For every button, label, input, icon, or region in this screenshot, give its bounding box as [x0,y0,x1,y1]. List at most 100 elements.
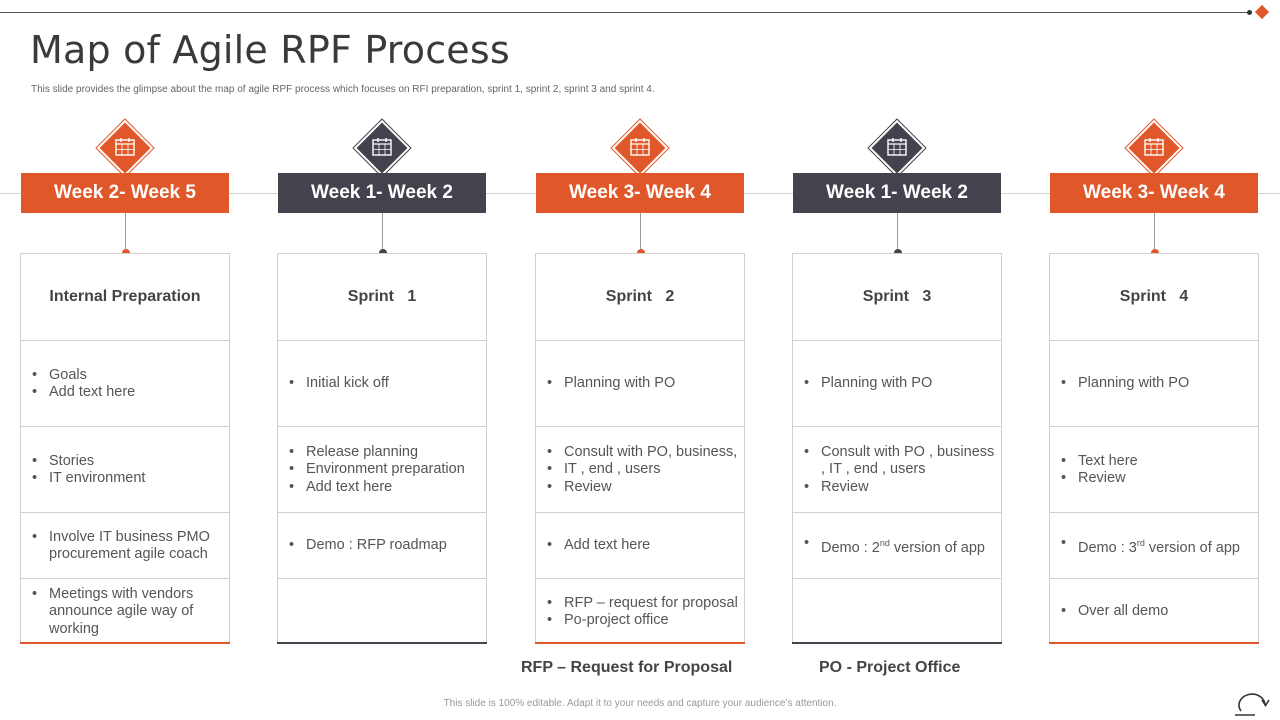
top-dot [1247,10,1252,15]
stage-card: Sprint 1 Initial kick offRelease planning… [277,253,487,644]
footer-rfp-definition: RFP – Request for Proposal [521,659,733,676]
week-label: Week 3- Week 4 [1050,173,1258,213]
card-bottom-accent [1049,642,1259,644]
card-row: Over all demo [1050,578,1258,645]
card-heading-row: Internal Preparation [21,254,229,340]
stage-card: Sprint 2 Planning with PO Consult with PO,… [535,253,745,645]
bullet-item: Review [804,479,1001,497]
card-row: Planning with PO [1050,340,1258,427]
card-bottom-accent [277,642,487,644]
bullet-text: version of app [889,539,985,556]
card-heading: Sprint 1 [347,288,417,305]
bullet-list: GoalsAdd text here [21,367,135,402]
bullet-text: version of app [1144,539,1240,556]
loop-arrow-icon [1235,693,1270,716]
ordinal-suffix: nd [879,537,890,548]
card-heading: Sprint 2 [605,288,675,305]
bullet-item: Planning with PO [804,375,932,393]
card-row: Add text here [536,512,744,579]
bullet-item: Add text here [289,479,465,497]
card-heading: Sprint 4 [1119,288,1189,305]
bullet-list: Demo : 2nd version of app [793,535,985,557]
bullet-list: Planning with PO [1050,375,1189,393]
card-row: Demo : RFP roadmap [278,512,486,579]
card-heading: Sprint 3 [862,288,932,305]
bullet-list: Involve IT business PMO procurement agil… [21,529,229,564]
calendar-icon [1144,138,1164,156]
bullet-item: Add text here [32,384,135,402]
stage-card: Sprint 4 Planning with PO Text hereReviewD… [1049,253,1259,645]
bullet-item: Consult with PO, business, [547,444,737,462]
bullet-item: Over all demo [1061,603,1168,621]
card-row [793,578,1001,645]
card-bottom-accent [20,642,230,644]
bullet-list: Demo : 3rd version of app [1050,535,1240,557]
bullet-list: Demo : RFP roadmap [278,537,447,555]
bullet-item: Po-project office [547,612,738,630]
week-label: Week 3- Week 4 [536,173,744,213]
calendar-icon [115,138,135,156]
bullet-item: Consult with PO , business , IT , end , … [804,444,1001,479]
footer-po-definition: PO - Project Office [819,659,961,676]
card-row: Consult with PO, business,IT , end , use… [536,426,744,513]
bullet-item: Review [547,479,737,497]
card-row: Meetings with vendors announce agile way… [21,578,229,645]
card-heading-row: Sprint 1 [278,254,486,340]
bullet-list: StoriesIT environment [21,453,146,488]
bullet-list: Consult with PO, business,IT , end , use… [536,444,737,497]
card-row: Planning with PO [536,340,744,427]
card-row: Release planningEnvironment preparationA… [278,426,486,513]
calendar-icon [372,138,392,156]
slide-title: Map of Agile RPF Process [30,28,510,72]
bullet-list: Text hereReview [1050,453,1138,488]
bullet-list: RFP – request for proposalPo-project off… [536,595,738,630]
card-row: Demo : 3rd version of app [1050,512,1258,579]
bullet-item: Add text here [547,537,650,555]
card-row: GoalsAdd text here [21,340,229,427]
card-row: Demo : 2nd version of app [793,512,1001,579]
stage-card: Internal PreparationGoalsAdd text hereSt… [20,253,230,645]
bullet-item: Demo : 3rd version of app [1061,535,1240,557]
bullet-item: Demo : 2nd version of app [804,535,985,557]
bullet-item: Involve IT business PMO procurement agil… [32,529,229,564]
footnote: This slide is 100% editable. Adapt it to… [443,698,837,709]
bullet-list: Planning with PO [536,375,675,393]
card-row: RFP – request for proposalPo-project off… [536,578,744,645]
bullet-item: Planning with PO [547,375,675,393]
bullet-item: Environment preparation [289,461,465,479]
connector-line [1154,213,1155,249]
card-row: StoriesIT environment [21,426,229,513]
connector-line [382,213,383,249]
bullet-item: Meetings with vendors announce agile way… [32,586,229,639]
bullet-item: Review [1061,470,1138,488]
connector-line [897,213,898,249]
bullet-list: Planning with PO [793,375,932,393]
bullet-item: Text here [1061,453,1138,471]
calendar-icon [630,138,650,156]
card-heading-row: Sprint 3 [793,254,1001,340]
bullet-list: Initial kick off [278,375,389,393]
bullet-item: Goals [32,367,135,385]
card-heading: Internal Preparation [49,288,201,305]
bullet-text: Demo : 3 [1078,539,1137,556]
week-label: Week 1- Week 2 [793,173,1001,213]
ordinal-suffix: rd [1136,537,1145,548]
card-bottom-accent [792,642,1002,644]
bullet-list: Add text here [536,537,650,555]
bullet-list: Release planningEnvironment preparationA… [278,444,465,497]
top-diamond [1254,4,1270,20]
card-heading-row: Sprint 2 [536,254,744,340]
bullet-item: RFP – request for proposal [547,595,738,613]
week-label: Week 2- Week 5 [21,173,229,213]
bullet-item: Release planning [289,444,465,462]
bullet-item: Initial kick off [289,375,389,393]
card-row: Consult with PO , business , IT , end , … [793,426,1001,513]
card-row: Planning with PO [793,340,1001,427]
bullet-item: IT environment [32,470,146,488]
bullet-list: Over all demo [1050,603,1168,621]
bullet-item: Planning with PO [1061,375,1189,393]
card-bottom-accent [535,642,745,644]
bullet-item: IT , end , users [547,461,737,479]
card-row: Initial kick off [278,340,486,427]
card-heading-row: Sprint 4 [1050,254,1258,340]
